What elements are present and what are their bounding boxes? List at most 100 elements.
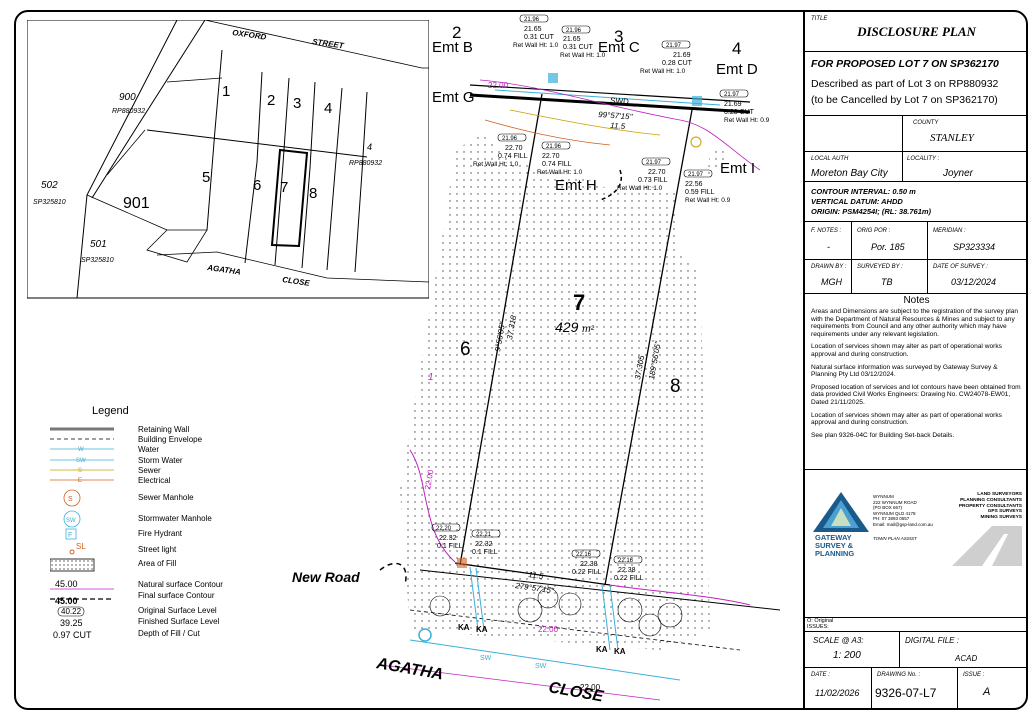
easement-d-label: Emt D [716,61,758,78]
svg-text:22.16: 22.16 [576,552,592,558]
notes-heading: Notes [903,295,930,306]
digital-file-caption: DIGITAL FILE : [905,636,959,645]
svg-text:SW: SW [76,458,86,464]
lot-7-number: 7 [573,290,585,315]
easement-h-label: Emt H [555,177,597,194]
svg-text:21.65: 21.65 [563,36,581,43]
svg-text:22.70: 22.70 [648,169,666,176]
title-caption: TITLE [811,16,828,22]
svg-text:21.96: 21.96 [524,17,540,23]
level-tag: 21.97 22.56 0.59 FILL Ret Wall Ht: 0.9 [683,169,731,204]
ka-label-right-1: KA [596,645,608,654]
scale-caption: SCALE @ A3: [813,636,864,645]
issue-value: A [983,686,991,698]
legend-item: Storm Water [138,456,183,465]
company-services: LAND SURVEYORS PLANNING CONSULTANTS PROP… [958,492,1022,521]
svg-text:21.97: 21.97 [646,160,662,166]
svg-text:Ret Wall Ht: 1.0: Ret Wall Ht: 1.0 [473,161,519,168]
contour-interval: CONTOUR INTERVAL: 0.50 m [811,187,916,196]
legend-item: Fire Hydrant [138,529,183,538]
easement-i-label: Emt I [720,160,755,177]
svg-text:21.96: 21.96 [502,136,518,142]
town-plan-assist: TOWN PLAN ASSIST [873,536,917,541]
sw-label-road-1: SW [480,655,492,662]
title-row: TITLE DISCLOSURE PLAN [805,12,1028,52]
svg-text:22.38: 22.38 [580,561,598,568]
sign-1: 1 [428,372,434,383]
svg-text:22.32: 22.32 [475,541,493,548]
locality-lot-4: 4 [324,100,332,117]
company-address: WYNNUM 222 WYNNUM ROAD (PO BOX 667) WYNN… [873,494,933,527]
drawing-sheet-border [14,10,1028,710]
svg-text:Ret Wall Ht: 1.0: Ret Wall Ht: 1.0 [560,52,606,59]
drawing-no-caption: DRAWING No. : [877,672,921,678]
svg-text:22.70: 22.70 [542,153,560,160]
legend-item: Depth of Fill / Cut [138,629,200,638]
locality-lot-7: 7 [280,179,288,196]
svg-text:21.96: 21.96 [566,28,582,34]
drawing-title: DISCLOSURE PLAN [857,24,976,39]
note-item: Natural surface information was surveyed… [811,363,998,379]
contour-label-bottom: 22.00 [538,625,559,634]
svg-text:0.28 CUT: 0.28 CUT [662,60,693,67]
issue-caption: ISSUE : [963,672,985,678]
svg-text:Ret Wall Ht: 1.0: Ret Wall Ht: 1.0 [537,169,583,176]
neighbor-lot-8: 8 [670,376,681,397]
level-tag: 21.97 21.69 0.28 CUT Ret Wall Ht: 1.0 [640,40,693,75]
level-tag: 22.16 22.38 0.22 FILL [571,549,602,576]
county-value: STANLEY [930,132,974,144]
legend-item: Finished Surface Level [138,617,220,626]
svg-text:Ret Wall Ht: 0.9: Ret Wall Ht: 0.9 [724,117,770,124]
legend-item: Retaining Wall [138,425,190,434]
contour-label-road: 22.00 [580,683,601,692]
locality-lot-900-plan: RP880932 [112,108,145,115]
svg-text:22.70: 22.70 [505,145,523,152]
svg-text:Ret Wall Ht: 1.0: Ret Wall Ht: 1.0 [640,68,686,75]
datum-row: CONTOUR INTERVAL: 0.50 m VERTICAL DATUM:… [805,182,1028,222]
level-tag: 22.20 22.32 0.1 FILL [431,523,463,550]
gateway-logo-icon [813,492,869,532]
svg-text:40.22: 40.22 [61,607,82,616]
svg-text:SL: SL [76,542,86,551]
locality-lot-901: 901 [123,195,150,212]
left-distance: 37.318 [505,314,518,340]
legend-item: Sewer [138,466,161,475]
contour-label-top: 22.00 [488,81,509,90]
note-item: See plan 9326-04C for Building Set-back … [811,431,955,439]
new-road-label: New Road [292,569,360,585]
note-item: Proposed location of services and lot co… [811,383,1021,406]
svg-text:45.00: 45.00 [55,579,78,589]
legend-item: Building Envelope [138,435,203,444]
svg-text:F: F [68,532,72,539]
drawn-by-caption: DRAWN BY : [811,264,847,270]
svg-text:Ret Wall Ht: 1.0: Ret Wall Ht: 1.0 [617,185,663,192]
survey-date-value: 03/12/2024 [951,277,997,287]
svg-text:0.1 FILL: 0.1 FILL [472,549,498,556]
neighbor-lot-2: 2 [452,23,461,42]
locality-lot-2: 2 [267,92,275,109]
svg-text:22.38: 22.38 [618,567,636,574]
company-name: GATEWAY SURVEY & PLANNING [815,533,855,558]
road-graphic-icon [952,526,1022,566]
subtitle-row: FOR PROPOSED LOT 7 ON SP362170 Described… [805,52,1028,116]
note-item: Location of services shown may alter as … [811,411,1002,427]
orig-por-caption: ORIG POR : [857,228,891,234]
locality-lot-3: 3 [293,95,301,112]
digital-file-value: ACAD [955,654,978,663]
note-item: Location of services shown may alter as … [811,343,1002,358]
locality-lot-501-plan: SP325810 [81,257,114,264]
svg-text:21.69: 21.69 [673,52,691,59]
meridian-caption: MERIDIAN : [933,228,966,234]
company-section: GATEWAY SURVEY & PLANNING WYNNUM 222 WYN… [805,470,1028,618]
svg-text:0.74 FILL: 0.74 FILL [542,161,572,168]
street-agatha-label: AGATHA [374,655,444,684]
svg-text:22.32: 22.32 [439,535,457,542]
svg-text:Ret Wall Ht: 0.9: Ret Wall Ht: 0.9 [685,197,731,204]
scale-row: SCALE @ A3: 1: 200 DIGITAL FILE : ACAD [805,632,1028,668]
described-line-1: Described as part of Lot 3 on RP880932 [811,78,999,90]
note-item: Areas and Dimensions are subject to the … [811,308,1019,338]
svg-text:0.97 CUT: 0.97 CUT [53,630,92,640]
fnotes-value: - [827,242,830,252]
orig-por-value: Por. 185 [871,242,905,252]
locality-lot-502-plan: SP325810 [33,199,66,206]
